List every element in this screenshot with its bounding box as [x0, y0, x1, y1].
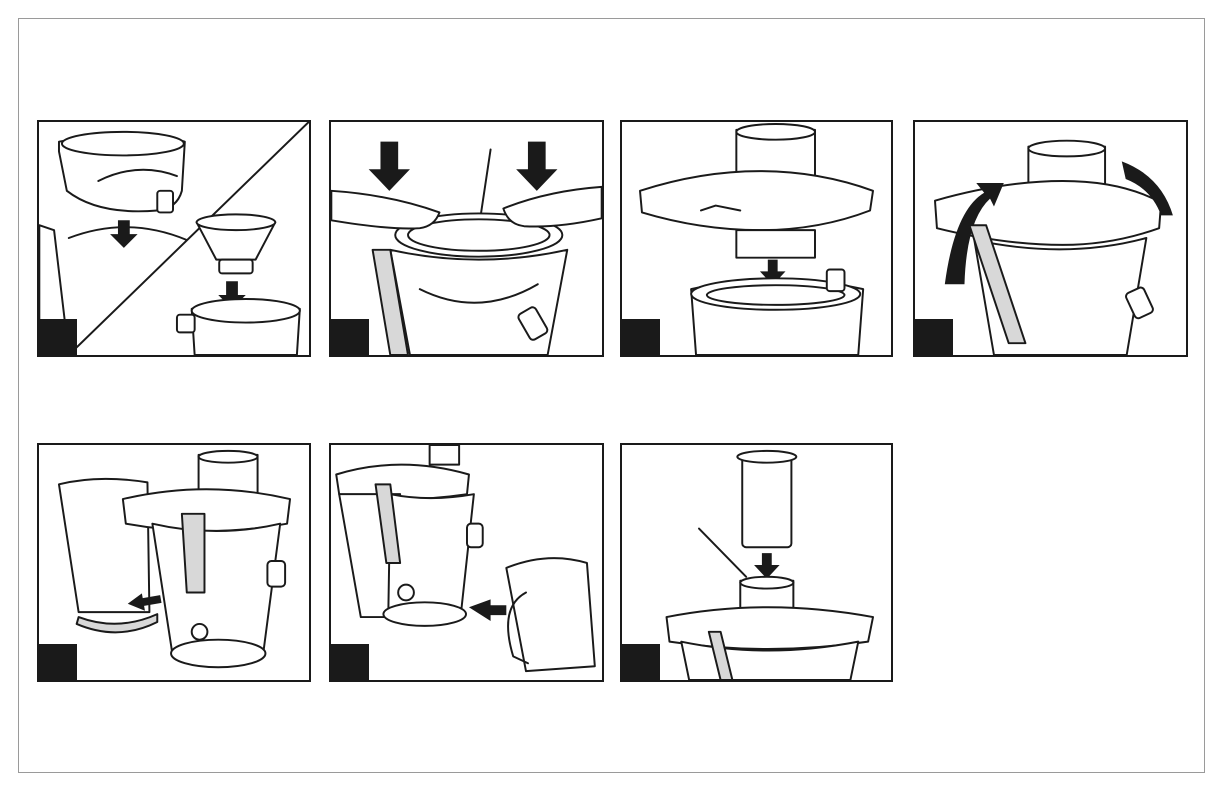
press-filter-basket-illustration: [331, 122, 602, 355]
step-panel-6: [329, 443, 604, 682]
lock-clamp-arm-illustration: [915, 122, 1186, 355]
step-panel-1: [37, 120, 311, 357]
position-juice-jug-illustration: [331, 445, 602, 680]
step-number-badge: [331, 644, 369, 680]
slide-pulp-container-illustration: [39, 445, 309, 680]
step-number-badge: [39, 319, 77, 355]
step-number-badge: [915, 319, 953, 355]
insert-pusher-illustration: [622, 445, 891, 680]
fit-jug-and-pulp-container-illustration: [39, 122, 309, 355]
step-panel-2: [329, 120, 604, 357]
step-panel-7: [620, 443, 893, 682]
step-panel-5: [37, 443, 311, 682]
step-number-badge: [39, 644, 77, 680]
step-number-badge: [331, 319, 369, 355]
fit-lid-illustration: [622, 122, 891, 355]
step-panel-4: [913, 120, 1188, 357]
step-number-badge: [622, 319, 660, 355]
step-number-badge: [622, 644, 660, 680]
step-panel-3: [620, 120, 893, 357]
